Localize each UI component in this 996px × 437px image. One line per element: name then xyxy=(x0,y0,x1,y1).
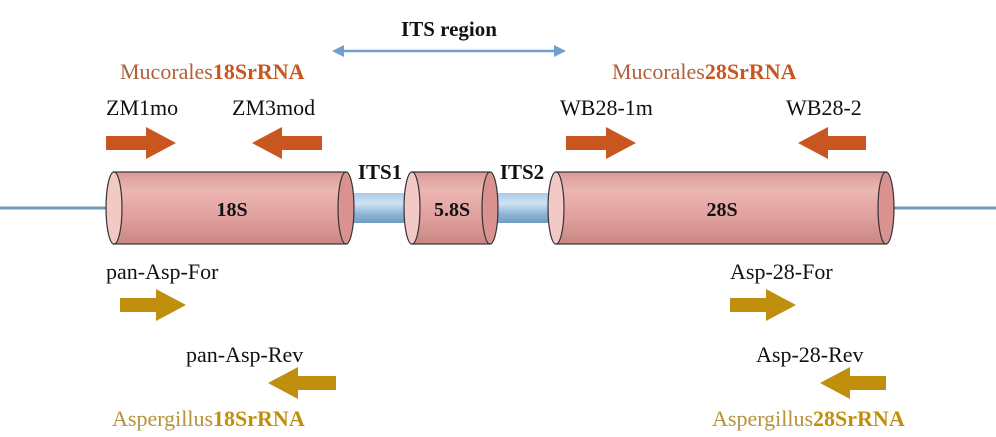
group-genus: Aspergillus xyxy=(712,406,813,431)
spacer-label-its1: ITS1 xyxy=(358,160,402,184)
segment-label-28s: 28S xyxy=(706,199,737,221)
group-genus: Aspergillus xyxy=(112,406,213,431)
segment-28s xyxy=(547,171,895,245)
primer-label-pan-asp-for: pan-Asp-For xyxy=(106,259,219,284)
group-genus: Mucorales xyxy=(612,59,705,84)
segment-5-8s xyxy=(403,171,499,245)
segment-label-5-8s: 5.8S xyxy=(434,199,470,221)
primer-arrow-zm1mo xyxy=(106,127,176,159)
primer-arrow-wb28-2 xyxy=(798,127,866,159)
group-genus: Mucorales xyxy=(120,59,213,84)
group-label-aspergillus-28s: Aspergillus28SrRNA xyxy=(712,406,905,431)
primer-label-pan-asp-rev: pan-Asp-Rev xyxy=(186,342,303,367)
group-gene: 18SrRNA xyxy=(213,59,305,84)
primer-label-wb28-1m: WB28-1m xyxy=(560,95,653,120)
group-gene: 28SrRNA xyxy=(705,59,797,84)
group-gene: 18SrRNA xyxy=(213,406,305,431)
primer-label-zm3mod: ZM3mod xyxy=(232,95,315,120)
spacer-label-its2: ITS2 xyxy=(500,160,544,184)
group-label-mucorales-28s: Mucorales28SrRNA xyxy=(612,59,797,84)
segment-label-18s: 18S xyxy=(216,199,247,221)
primer-arrow-pan-asp-for xyxy=(120,289,186,321)
its-region-span-arrow xyxy=(332,45,566,57)
its-region-label: ITS region xyxy=(401,17,497,41)
primer-label-zm1mo: ZM1mo xyxy=(106,95,178,120)
primer-label-asp-28-rev: Asp-28-Rev xyxy=(756,342,864,367)
group-label-mucorales-18s: Mucorales18SrRNA xyxy=(120,59,305,84)
primer-arrow-asp-28-for xyxy=(730,289,796,321)
primer-arrow-zm3mod xyxy=(252,127,322,159)
primer-arrow-pan-asp-rev xyxy=(268,367,336,399)
primer-label-wb28-2: WB28-2 xyxy=(786,95,862,120)
primer-arrow-asp-28-rev xyxy=(820,367,886,399)
group-label-aspergillus-18s: Aspergillus18SrRNA xyxy=(112,406,305,431)
primer-label-asp-28-for: Asp-28-For xyxy=(730,259,833,284)
segment-18s xyxy=(105,171,355,245)
group-gene: 28SrRNA xyxy=(813,406,905,431)
primer-arrow-wb28-1m xyxy=(566,127,636,159)
